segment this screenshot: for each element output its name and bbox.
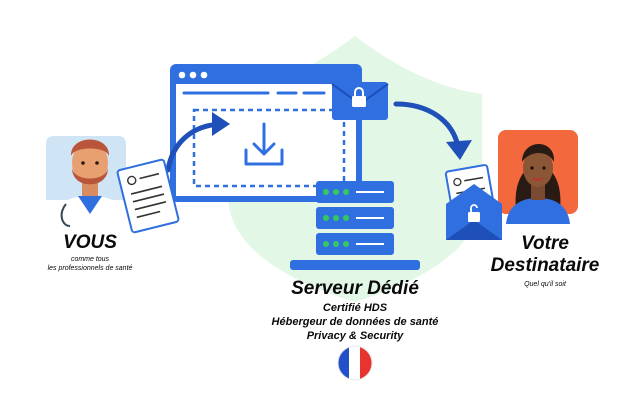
server-rack-icon [290,181,420,270]
locked-envelope-icon [331,82,389,120]
server-line-1: Certifié HDS [322,302,388,314]
server-title: Serveur Dédié [291,278,419,299]
open-envelope-icon [446,184,502,240]
browser-window-icon [170,64,362,202]
doctor-avatar-icon [46,136,130,227]
sender-subtitle-2: les professionnels de santé [47,265,133,272]
document-icon [116,158,180,234]
arrow-icon [393,101,472,160]
woman-avatar-icon [498,130,578,224]
recipient-title-1: Votre [521,233,569,254]
server-line-3: Privacy & Security [306,330,404,342]
france-flag-icon [337,345,373,381]
recipient-subtitle: Quel qu'il soit [524,281,566,288]
sender-title: VOUS [63,232,117,253]
server-line-2: Hébergeur de données de santé [271,316,439,328]
sender-subtitle-1: comme tous [70,256,110,263]
recipient-title-2: Destinataire [490,255,600,276]
arrow-icon [165,112,230,173]
download-icon [244,122,284,166]
